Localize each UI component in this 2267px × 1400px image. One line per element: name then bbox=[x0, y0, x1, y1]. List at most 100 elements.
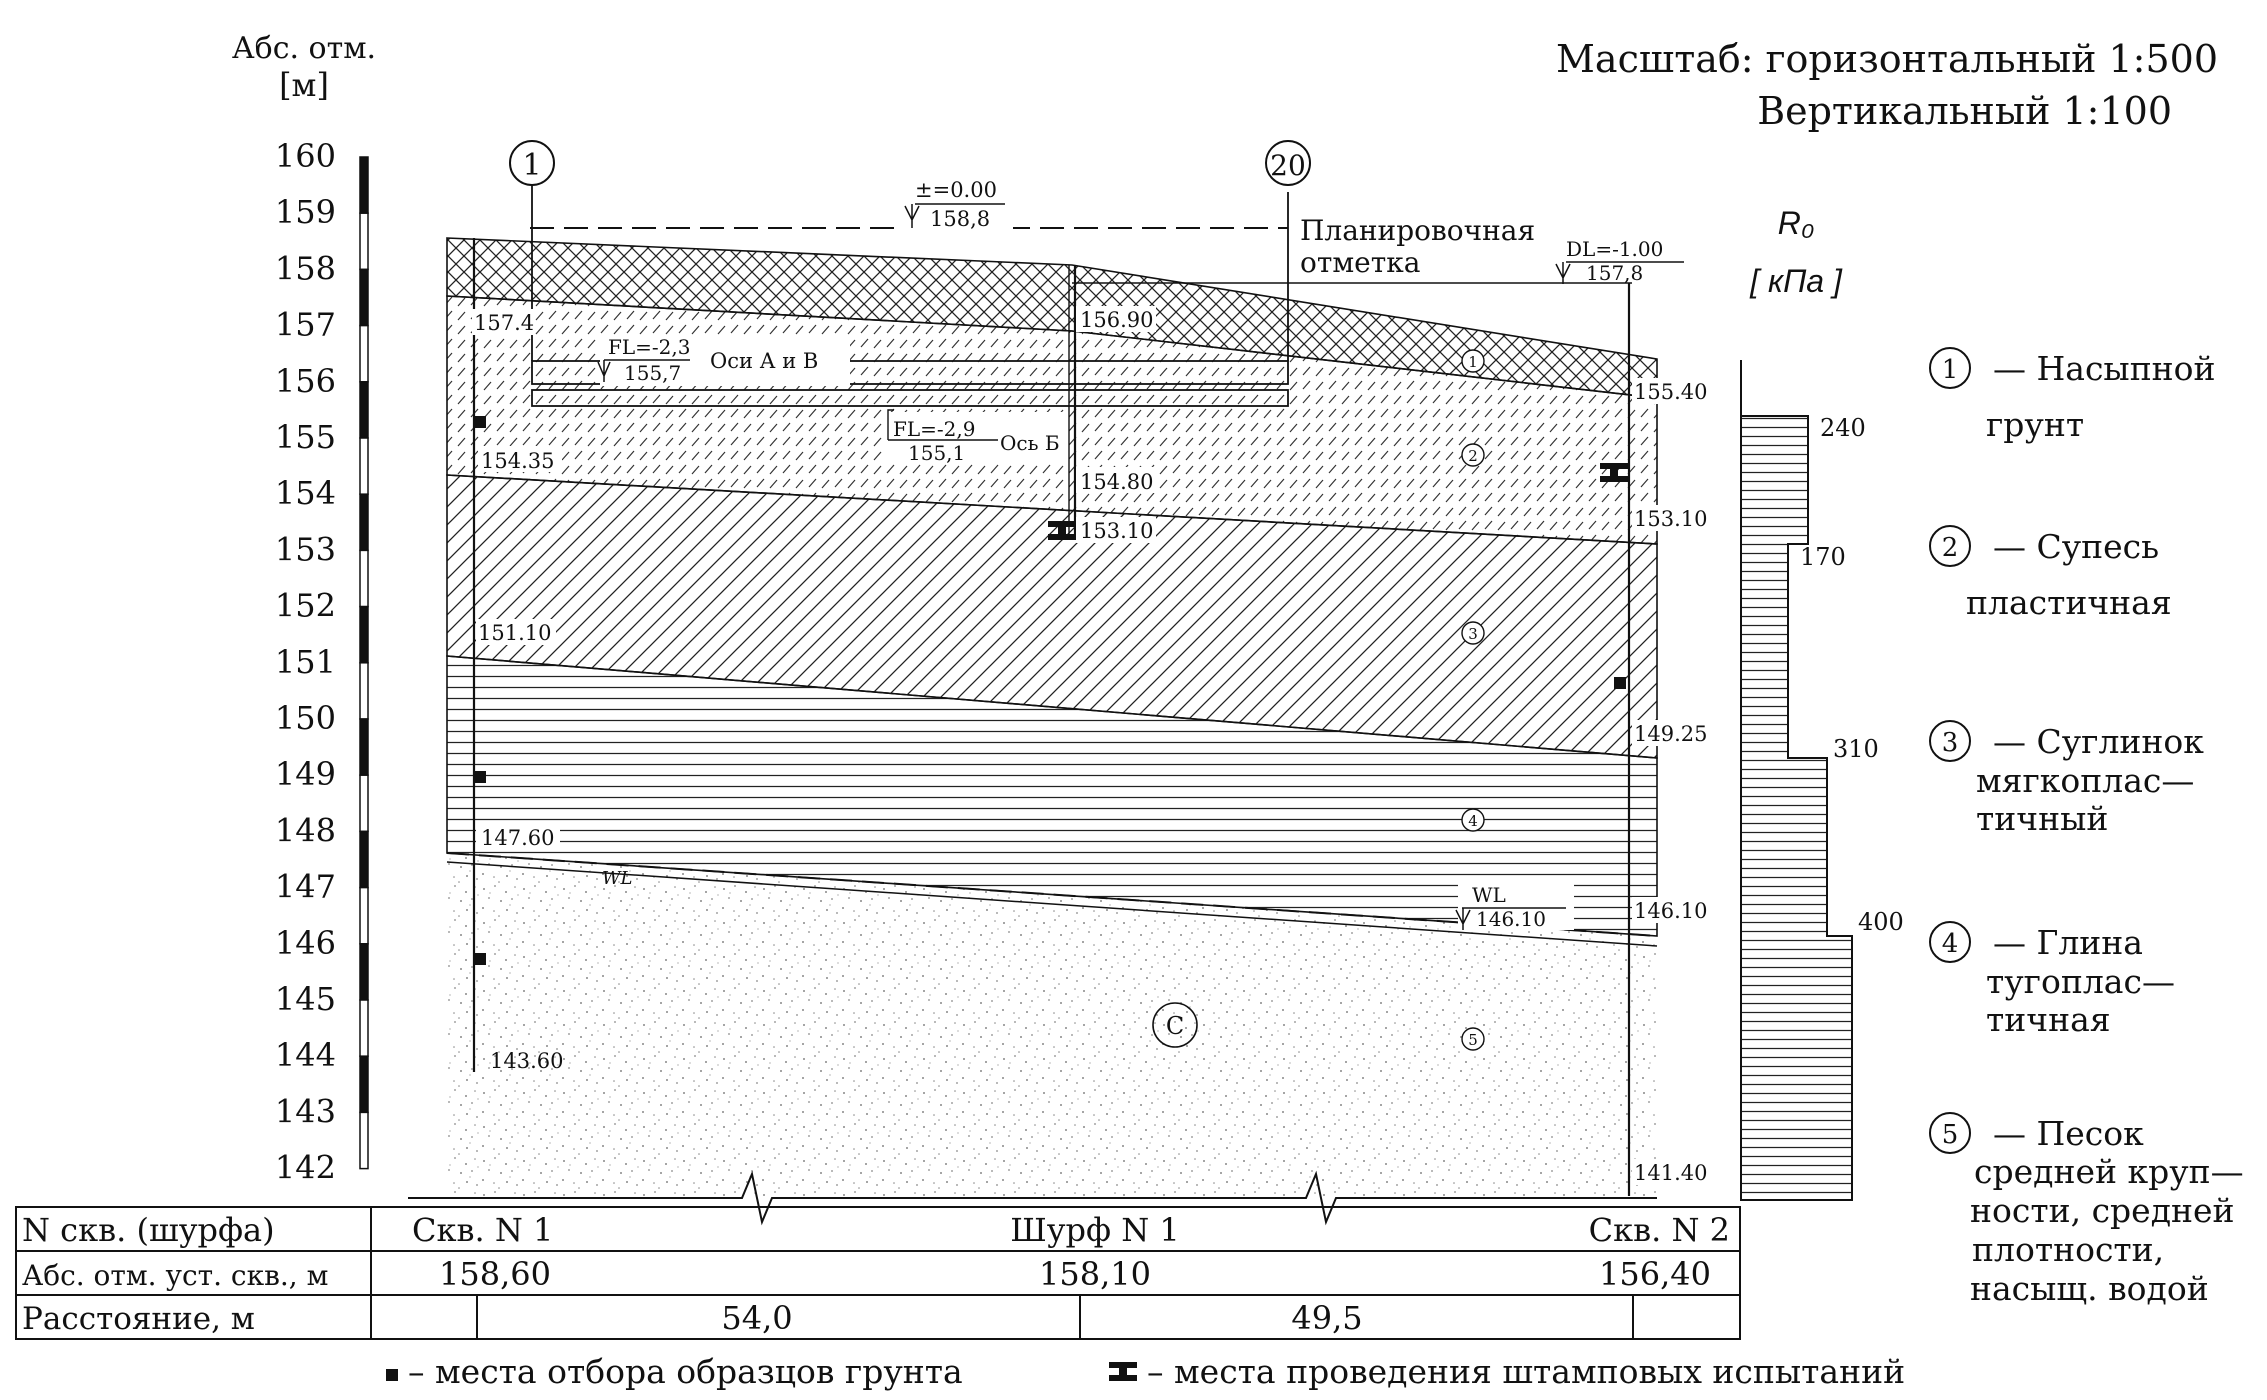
axis-tick-label: 149 bbox=[275, 755, 336, 793]
legend-item-5: 5 — Песок средней круп— ности, средней п… bbox=[1929, 1112, 2244, 1308]
r0-value-240: 240 bbox=[1820, 414, 1866, 442]
boreholes bbox=[472, 238, 1631, 1196]
layer-number-marks: 1 2 3 4 5 C bbox=[1152, 349, 1485, 1051]
axis-tick-label: 152 bbox=[275, 587, 336, 625]
elev-b1-l12: 154.35 bbox=[481, 449, 554, 473]
table-row2-b2: 156,40 bbox=[1599, 1255, 1711, 1293]
axis-title-line1: Абс. отм. bbox=[232, 31, 376, 66]
layer-mark-1: 1 bbox=[1461, 349, 1485, 373]
svg-text:грунт: грунт bbox=[1986, 405, 2084, 444]
axis-segment bbox=[359, 212, 369, 271]
groundwater-line bbox=[446, 852, 1658, 937]
fl-b-label: Ось Б bbox=[1000, 431, 1060, 455]
elev-b2-bottom: 141.40 bbox=[1634, 1161, 1707, 1185]
dl-mark-line1: DL=-1.00 bbox=[1566, 237, 1663, 261]
r0-diagram: R₀ [ кПа ] 240 170 310 400 bbox=[1740, 205, 1904, 1201]
axis-segment bbox=[359, 662, 369, 720]
fl-ac-line1: FL=-2,3 bbox=[608, 335, 690, 359]
svg-text:тичная: тичная bbox=[1986, 1000, 2111, 1039]
svg-text:ности, средней: ности, средней bbox=[1970, 1191, 2235, 1230]
footer-stamp-label: – места проведения штамповых испытаний bbox=[1147, 1352, 1905, 1391]
axis-segment bbox=[359, 381, 369, 439]
elev-b1-bottom: 143.60 bbox=[490, 1049, 563, 1073]
svg-text:1: 1 bbox=[1942, 355, 1959, 385]
axis-segment bbox=[359, 1055, 369, 1114]
elev-b1-top: 157.4 bbox=[474, 311, 534, 335]
svg-text:4: 4 bbox=[1468, 812, 1478, 830]
svg-text:5: 5 bbox=[1942, 1120, 1959, 1150]
axis-segment bbox=[359, 493, 369, 552]
table-row1-b1: Скв. N 1 bbox=[412, 1211, 553, 1249]
table-row3-dist2: 49,5 bbox=[1291, 1299, 1362, 1337]
elevation-labels: 157.4 154.35 151.10 147.60 143.60 156.90… bbox=[472, 306, 1714, 1185]
axis-tick-label: 158 bbox=[275, 249, 336, 287]
svg-text:2: 2 bbox=[1942, 533, 1959, 563]
borehole-table: N скв. (шурфа) Скв. N 1 Шурф N 1 Скв. N … bbox=[15, 1206, 1741, 1340]
axis-segment bbox=[359, 943, 369, 1001]
plan-mark-label2: отметка bbox=[1300, 246, 1420, 279]
svg-text:5: 5 bbox=[1468, 1031, 1478, 1049]
wl-mark-line2: 146.10 bbox=[1476, 907, 1546, 931]
elev-p1-stamp: 153.10 bbox=[1080, 519, 1153, 543]
sample-marker-icon bbox=[386, 1369, 398, 1381]
axis-tick-label: 156 bbox=[275, 362, 336, 400]
axis-tick-label: 144 bbox=[275, 1036, 336, 1074]
wl-mark-line1: WL bbox=[1472, 883, 1506, 907]
elev-b2-wl: 146.10 bbox=[1634, 899, 1707, 923]
scale-title-line2: Вертикальный 1:100 bbox=[1757, 89, 2172, 133]
r0-unit: [ кПа ] bbox=[1749, 263, 1843, 299]
axis-tick-label: 157 bbox=[275, 306, 336, 344]
axis-segment bbox=[359, 605, 369, 664]
layer-mark-5: 5 bbox=[1461, 1027, 1485, 1051]
axis-tick-label: 147 bbox=[275, 868, 336, 906]
table-row3-dist1: 54,0 bbox=[721, 1299, 792, 1337]
svg-text:насыщ. водой: насыщ. водой bbox=[1970, 1269, 2209, 1308]
table-row2-label: Абс. отм. уст. скв., м bbox=[22, 1259, 328, 1292]
table-row2-b1: 158,60 bbox=[439, 1255, 551, 1293]
wl-label: WL bbox=[602, 868, 632, 889]
wl-mark: WL WL 146.10 bbox=[602, 868, 1574, 931]
stamp-test-markers bbox=[1048, 463, 1628, 540]
svg-text:— Глина: — Глина bbox=[1993, 923, 2143, 962]
axis-tick-label: 150 bbox=[275, 699, 336, 737]
legend-item-1: 1 — Насыпной грунт bbox=[1929, 347, 2216, 444]
fl-mark-b: FL=-2,9 155,1 Ось Б bbox=[884, 409, 1064, 465]
table-row2-pit: 158,10 bbox=[1039, 1255, 1151, 1293]
sample-markers bbox=[474, 416, 1626, 965]
svg-text:— Суглинок: — Суглинок bbox=[1993, 722, 2204, 761]
svg-text:2: 2 bbox=[1468, 447, 1478, 465]
svg-text:1: 1 bbox=[1468, 353, 1478, 371]
scale-title: Масштаб: горизонтальный 1:500 Вертикальн… bbox=[1556, 37, 2218, 133]
axis-tick-label: 154 bbox=[275, 474, 336, 512]
legend-item-3: 3 — Суглинок мягкоплас— тичный bbox=[1929, 720, 2204, 838]
axis-tick-labels: 1601591581571561551541531521511501491481… bbox=[275, 137, 336, 1187]
layer-mark-4: 4 bbox=[1461, 808, 1485, 832]
axis-tick-label: 143 bbox=[275, 1092, 336, 1130]
scale-title-line1: Масштаб: горизонтальный 1:500 bbox=[1556, 37, 2218, 81]
layer-mark-2: 2 bbox=[1461, 443, 1485, 467]
elev-p1-l12: 156.90 bbox=[1080, 308, 1153, 332]
axis-segment bbox=[359, 774, 369, 833]
plan-mark-line1: ±=0.00 bbox=[915, 178, 997, 202]
legend-item-4: 4 — Глина тугоплас— тичная bbox=[1929, 921, 2175, 1039]
axis-segment bbox=[359, 1111, 369, 1170]
svg-text:4: 4 bbox=[1942, 929, 1959, 959]
elev-b2-l34: 149.25 bbox=[1634, 722, 1707, 746]
r0-value-310: 310 bbox=[1833, 735, 1879, 763]
elev-b1-l34: 147.60 bbox=[481, 826, 554, 850]
axis-title-line2: [м] bbox=[279, 66, 329, 104]
axis-mark-1: 1 bbox=[522, 148, 541, 183]
elev-b1-l23: 151.10 bbox=[478, 621, 551, 645]
footer-samples-label: – места отбора образцов грунта bbox=[408, 1352, 963, 1391]
axis-tick-label: 142 bbox=[275, 1149, 336, 1187]
footer-legend: – места отбора образцов грунта – места п… bbox=[386, 1352, 1905, 1391]
elev-b2-stamp: 153.10 bbox=[1634, 507, 1707, 531]
svg-text:тичный: тичный bbox=[1976, 799, 2108, 838]
svg-text:тугоплас—: тугоплас— bbox=[1986, 962, 2175, 1001]
dl-mark: DL=-1.00 157,8 bbox=[1555, 236, 1688, 285]
axis-tick-label: 159 bbox=[275, 193, 336, 231]
table-row1-pit: Шурф N 1 bbox=[1010, 1211, 1180, 1249]
axis-segment bbox=[359, 718, 369, 776]
layer-5-sand bbox=[447, 853, 1657, 1196]
